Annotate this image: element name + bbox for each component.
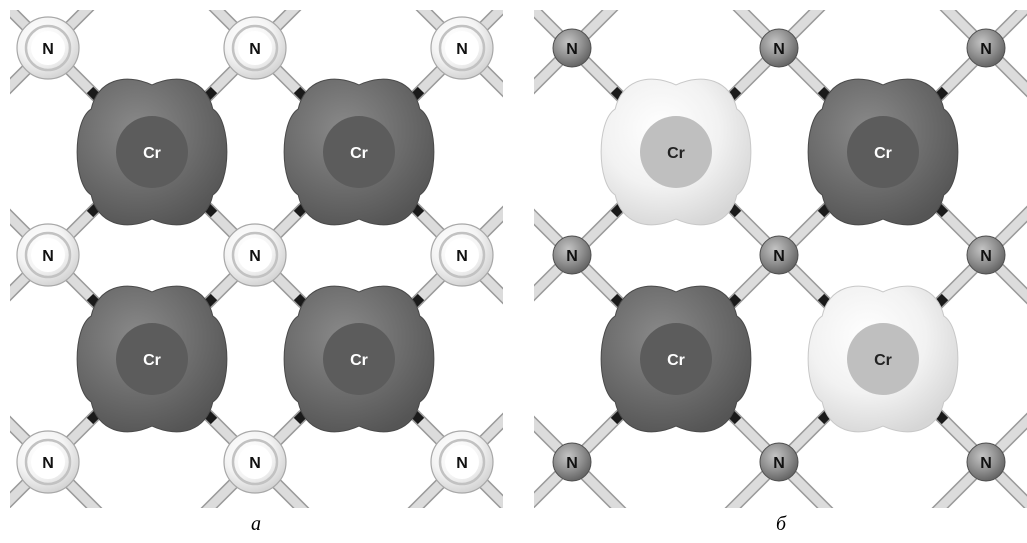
n-atom: N — [223, 223, 287, 287]
cr-core — [847, 323, 919, 395]
cr-atom: Cr — [76, 78, 228, 226]
n-atom: N — [759, 442, 799, 482]
n-ring — [438, 24, 486, 72]
n-atom: N — [430, 430, 494, 494]
n-label: N — [42, 41, 54, 58]
n-label: N — [980, 41, 992, 58]
n-atom: N — [552, 235, 592, 275]
cr-atom: Cr — [807, 78, 959, 226]
n-atom: N — [223, 16, 287, 80]
n-label: N — [773, 248, 785, 265]
n-label: N — [456, 455, 468, 472]
n-atom: N — [759, 28, 799, 68]
n-label: N — [249, 248, 261, 265]
n-atom: N — [759, 235, 799, 275]
n-ring — [24, 231, 72, 279]
cr-label: Cr — [143, 145, 161, 162]
n-sphere — [759, 28, 799, 68]
n-label: N — [249, 455, 261, 472]
n-sphere — [552, 28, 592, 68]
n-atom: N — [966, 235, 1006, 275]
n-ring — [438, 231, 486, 279]
panel-a-caption: а — [251, 513, 261, 535]
n-core — [31, 31, 65, 65]
n-atom: N — [966, 442, 1006, 482]
n-atom: N — [16, 223, 80, 287]
n-ring — [231, 438, 279, 486]
n-sphere — [759, 235, 799, 275]
n-core — [31, 445, 65, 479]
cr-atom: Cr — [76, 285, 228, 433]
n-label: N — [566, 455, 578, 472]
n-label: N — [456, 248, 468, 265]
cr-label: Cr — [874, 145, 892, 162]
n-label: N — [249, 41, 261, 58]
n-ring — [231, 231, 279, 279]
n-atom: N — [223, 430, 287, 494]
n-core — [445, 445, 479, 479]
n-label: N — [566, 41, 578, 58]
n-label: N — [42, 248, 54, 265]
n-label: N — [42, 455, 54, 472]
cr-atom: Cr — [807, 285, 959, 433]
n-sphere — [552, 235, 592, 275]
n-sphere — [759, 442, 799, 482]
cr-core — [116, 323, 188, 395]
cr-label: Cr — [874, 352, 892, 369]
n-core — [238, 31, 272, 65]
n-core — [238, 238, 272, 272]
cr-atom: Cr — [283, 285, 435, 433]
n-sphere — [966, 442, 1006, 482]
n-ring — [438, 438, 486, 486]
n-core — [238, 445, 272, 479]
n-ring — [24, 24, 72, 72]
n-label: N — [980, 455, 992, 472]
cr-label: Cr — [667, 145, 685, 162]
cr-atom: Cr — [600, 285, 752, 433]
n-atom: N — [16, 16, 80, 80]
panel-b-caption: б — [775, 513, 787, 535]
cr-label: Cr — [350, 145, 368, 162]
n-label: N — [566, 248, 578, 265]
n-label: N — [773, 41, 785, 58]
n-sphere — [552, 442, 592, 482]
cr-core — [640, 116, 712, 188]
cr-core — [116, 116, 188, 188]
n-label: N — [980, 248, 992, 265]
n-atom: N — [16, 430, 80, 494]
n-atom: N — [430, 223, 494, 287]
cr-core — [640, 323, 712, 395]
cr-core — [323, 323, 395, 395]
n-label: N — [456, 41, 468, 58]
cr-label: Cr — [143, 352, 161, 369]
n-atom: N — [552, 442, 592, 482]
cr-atom: Cr — [600, 78, 752, 226]
n-label: N — [773, 455, 785, 472]
n-atom: N — [430, 16, 494, 80]
n-core — [445, 238, 479, 272]
n-sphere — [966, 235, 1006, 275]
n-atom: N — [552, 28, 592, 68]
cr-atom: Cr — [283, 78, 435, 226]
cr-label: Cr — [667, 352, 685, 369]
cr-core — [323, 116, 395, 188]
n-ring — [231, 24, 279, 72]
n-ring — [24, 438, 72, 486]
cr-label: Cr — [350, 352, 368, 369]
cr-core — [847, 116, 919, 188]
n-atom: N — [966, 28, 1006, 68]
n-sphere — [966, 28, 1006, 68]
n-core — [31, 238, 65, 272]
n-core — [445, 31, 479, 65]
